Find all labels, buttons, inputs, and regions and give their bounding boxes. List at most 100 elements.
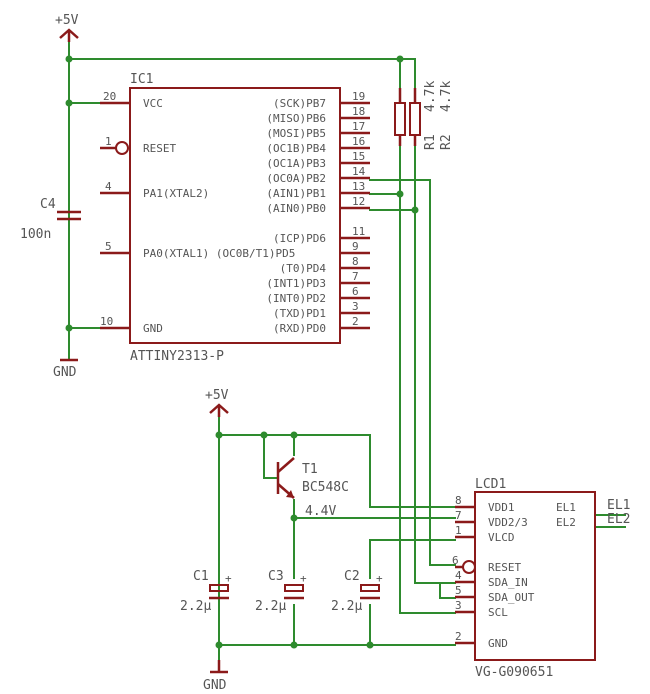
ic1-pin-pb1-name: (AIN1)PB1: [266, 187, 326, 200]
ic1-pin-14-num: 14: [352, 165, 366, 178]
vcc-top-label: +5V: [55, 13, 79, 28]
svg-text:+: +: [376, 572, 383, 585]
lcd-pin-7-num: 7: [455, 509, 462, 522]
ic1-pin-pd4-name: (T0)PD4: [280, 262, 327, 275]
ic1-pin-10-num: 10: [100, 315, 113, 328]
lcd-pin-vdd1-name: VDD1: [488, 501, 515, 514]
resistor-r2: R2 4.7k: [409, 81, 454, 150]
ic1-pin-12-num: 12: [352, 195, 365, 208]
c1-ref: C1: [193, 569, 209, 584]
el2-net-label: EL2: [607, 512, 630, 527]
ic1-pin-vcc-name: VCC: [143, 97, 163, 110]
ic1-pin-13-num: 13: [352, 180, 365, 193]
gnd-symbol-bottom: GND: [203, 660, 228, 693]
svg-text:+: +: [225, 572, 232, 585]
lcd-pin-4-num: 4: [455, 569, 462, 582]
vcc-symbol-bottom: +5V: [205, 388, 229, 417]
vcc-bottom-label: +5V: [205, 388, 229, 403]
lcd-pin-2-num: 2: [455, 630, 462, 643]
ic1-pin-pb5-name: (MOSI)PB5: [266, 127, 326, 140]
lcd-pin-8-num: 8: [455, 494, 462, 507]
gnd-bottom-label: GND: [203, 678, 227, 693]
lcd-pin-el2-name: EL2: [556, 516, 576, 529]
c1-value: 2.2µ: [180, 599, 211, 614]
lcd-value: VG-G090651: [475, 665, 553, 680]
ic1-pin-pb3-name: (OC1A)PB3: [266, 157, 326, 170]
lcd-pin-sdaout-name: SDA_OUT: [488, 591, 535, 604]
ic1-pin-4-num: 4: [105, 180, 112, 193]
r1-ref: R1: [423, 134, 438, 150]
el1-net-label: EL1: [607, 498, 630, 513]
ic1-pin-11-num: 11: [352, 225, 365, 238]
lcd-pin-vlcd-name: VLCD: [488, 531, 515, 544]
lcd-pin-5-num: 5: [455, 584, 462, 597]
junctions: [65, 55, 419, 649]
r2-ref: R2: [439, 134, 454, 150]
c2-ref: C2: [344, 569, 360, 584]
lcd-pin-reset-name: RESET: [488, 561, 521, 574]
ic1-pin-7-num: 7: [352, 270, 359, 283]
ic1-pin-8-num: 8: [352, 255, 359, 268]
ic1-pin-5-num: 5: [105, 240, 112, 253]
gnd-top-label: GND: [53, 365, 77, 380]
ic1-pin-18-num: 18: [352, 105, 365, 118]
ic1-pin-pb7-name: (SCK)PB7: [273, 97, 326, 110]
lcd-pin-1-num: 1: [455, 524, 462, 537]
ic1-right-pins: 19 (SCK)PB7 18 (MISO)PB6 17 (MOSI)PB5 16…: [266, 90, 370, 335]
ic1-pin-6-num: 6: [352, 285, 359, 298]
t1-ref: T1: [302, 462, 318, 477]
gnd-symbol-top: GND: [53, 358, 78, 380]
c2-value: 2.2µ: [331, 599, 362, 614]
lcd1: LCD1 VG-G090651 8 VDD1 7 VDD2/3 1 VLCD 6…: [452, 477, 630, 680]
t1-value: BC548C: [302, 480, 349, 495]
c4-ref: C4: [40, 197, 56, 212]
lcd-pin-3-num: 3: [455, 599, 462, 612]
ic1-pin-pd6-name: (ICP)PD6: [273, 232, 326, 245]
capacitor-c4: C4 100n: [20, 197, 81, 242]
ic1-value: ATTINY2313-P: [130, 349, 224, 364]
vlcd-net-label: 4.4V: [305, 504, 336, 519]
ic1-pin-19-num: 19: [352, 90, 365, 103]
ic1-pin-pd0-name: (RXD)PD0: [273, 322, 326, 335]
ic1-pin-9-num: 9: [352, 240, 359, 253]
ic1-pin-gnd-name: GND: [143, 322, 163, 335]
transistor-t1: T1 BC548C: [276, 457, 349, 499]
ic1-pin-reset-name: RESET: [143, 142, 176, 155]
vcc-symbol-top: +5V: [55, 13, 79, 42]
capacitor-c1: + C1 2.2µ: [180, 569, 232, 614]
lcd-pin-6-num: 6: [452, 554, 459, 567]
ic1-pin-pa0-name: PA0(XTAL1) (OC0B/T1)PD5: [143, 247, 295, 260]
ic1-pin-20-num: 20: [103, 90, 116, 103]
r2-value: 4.7k: [439, 81, 454, 112]
ic1-pin-3-num: 3: [352, 300, 359, 313]
lcd-pin-sdain-name: SDA_IN: [488, 576, 528, 589]
resistor-r1: R1 4.7k: [394, 81, 438, 150]
capacitor-c2: + C2 2.2µ: [331, 569, 383, 614]
ic1-pin-15-num: 15: [352, 150, 365, 163]
ic1-pin-pb0-name: (AIN0)PB0: [266, 202, 326, 215]
ic1-pin-pb6-name: (MISO)PB6: [266, 112, 326, 125]
lcd-ref: LCD1: [475, 477, 506, 492]
capacitor-c3: + C3 2.2µ: [255, 569, 307, 614]
c3-ref: C3: [268, 569, 284, 584]
ic1-pin-pb2-name: (OC0A)PB2: [266, 172, 326, 185]
lcd-pin-el1-name: EL1: [556, 501, 576, 514]
ic1-pin-pa1-name: PA1(XTAL2): [143, 187, 209, 200]
ic1-pin-2-num: 2: [352, 315, 359, 328]
ic1-pin-pd3-name: (INT1)PD3: [266, 277, 326, 290]
ic1-pin-1-num: 1: [105, 135, 112, 148]
c3-value: 2.2µ: [255, 599, 286, 614]
ic1: IC1 ATTINY2313-P 20 VCC 1 RESET 4 PA1(XT…: [100, 72, 370, 364]
r1-value: 4.7k: [423, 81, 438, 112]
c4-value: 100n: [20, 227, 51, 242]
ic1-pin-pd1-name: (TXD)PD1: [273, 307, 326, 320]
ic1-pin-pb4-name: (OC1B)PB4: [266, 142, 326, 155]
ic1-pin-pd2-name: (INT0)PD2: [266, 292, 326, 305]
ic1-pin-16-num: 16: [352, 135, 365, 148]
svg-text:+: +: [300, 572, 307, 585]
top-wires: [68, 39, 456, 614]
ic1-pin-17-num: 17: [352, 120, 365, 133]
lcd-pin-gnd-name: GND: [488, 637, 508, 650]
lcd-pin-vdd23-name: VDD2/3: [488, 516, 528, 529]
